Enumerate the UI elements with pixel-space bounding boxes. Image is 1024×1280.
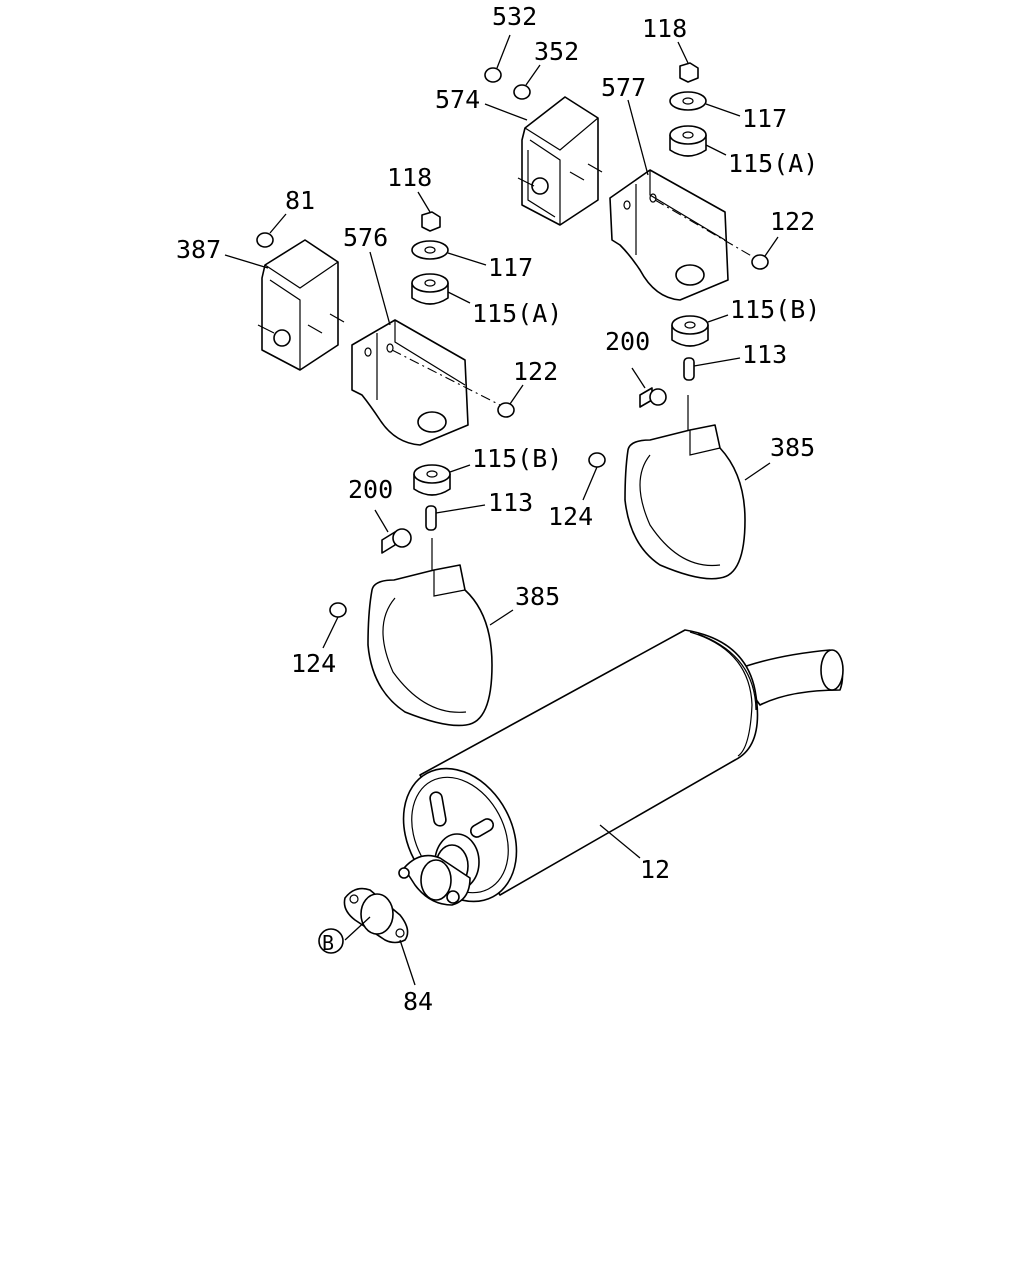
mount-part-115a-right bbox=[669, 125, 727, 157]
label-122-left: 122 bbox=[513, 357, 558, 386]
label-117-left: 117 bbox=[488, 253, 533, 282]
nut-part-124-right bbox=[582, 452, 606, 501]
nut-part-532 bbox=[484, 34, 511, 83]
label-387: 387 bbox=[176, 235, 221, 264]
label-115b-right: 115(B) bbox=[730, 295, 820, 324]
nut-part-122-right bbox=[751, 236, 779, 270]
bolt-part-200-right bbox=[631, 367, 667, 408]
label-84: 84 bbox=[403, 987, 433, 1016]
label-118-left: 118 bbox=[387, 163, 432, 192]
label-115a-left: 115(A) bbox=[472, 299, 562, 328]
bracket-part-576 bbox=[351, 251, 501, 446]
mount-part-115b-left bbox=[413, 464, 471, 496]
clamp-part-385-left bbox=[367, 538, 514, 727]
label-124-left: 124 bbox=[291, 649, 336, 678]
muffler-part-12 bbox=[398, 629, 844, 906]
label-577: 577 bbox=[601, 73, 646, 102]
mount-part-115a-left bbox=[411, 273, 471, 305]
label-115a-right: 115(A) bbox=[728, 149, 818, 178]
bolt-part-200-left bbox=[374, 509, 412, 554]
clamp-part-385-right bbox=[624, 395, 771, 580]
label-113-right: 113 bbox=[742, 340, 787, 369]
part-labels: 532 352 574 577 118 117 115(A) 122 115(B… bbox=[176, 2, 820, 1016]
label-200-left: 200 bbox=[348, 475, 393, 504]
label-122-right: 122 bbox=[770, 207, 815, 236]
label-115b-left: 115(B) bbox=[472, 444, 562, 473]
label-200-right: 200 bbox=[605, 327, 650, 356]
mount-part-115b-right bbox=[671, 314, 729, 347]
nut-part-118-right bbox=[677, 41, 699, 83]
bracket-part-577 bbox=[609, 99, 756, 301]
label-576: 576 bbox=[343, 223, 388, 252]
washer-part-117-right bbox=[669, 91, 741, 117]
label-532: 532 bbox=[492, 2, 537, 31]
label-81: 81 bbox=[285, 186, 315, 215]
label-12: 12 bbox=[640, 855, 670, 884]
label-385-left: 385 bbox=[515, 582, 560, 611]
pin-part-113-left bbox=[425, 504, 486, 531]
bracket-part-387 bbox=[224, 239, 345, 371]
pin-part-113-right bbox=[683, 357, 741, 381]
label-574: 574 bbox=[435, 85, 480, 114]
nut-part-81 bbox=[256, 213, 287, 248]
washer-part-117-left bbox=[411, 240, 487, 266]
label-113-left: 113 bbox=[488, 488, 533, 517]
label-b: B bbox=[322, 931, 334, 955]
label-352: 352 bbox=[534, 37, 579, 66]
label-117-right: 117 bbox=[742, 104, 787, 133]
nut-part-118-left bbox=[417, 191, 441, 232]
nut-part-124-left bbox=[322, 602, 347, 649]
nut-part-352 bbox=[513, 64, 541, 100]
label-124-right: 124 bbox=[548, 502, 593, 531]
nut-part-122-left bbox=[497, 384, 524, 418]
label-385-right: 385 bbox=[770, 433, 815, 462]
bracket-part-574 bbox=[484, 96, 603, 226]
label-118-right: 118 bbox=[642, 14, 687, 43]
gasket-part-84 bbox=[318, 887, 416, 986]
reference-b-circle bbox=[318, 928, 344, 954]
